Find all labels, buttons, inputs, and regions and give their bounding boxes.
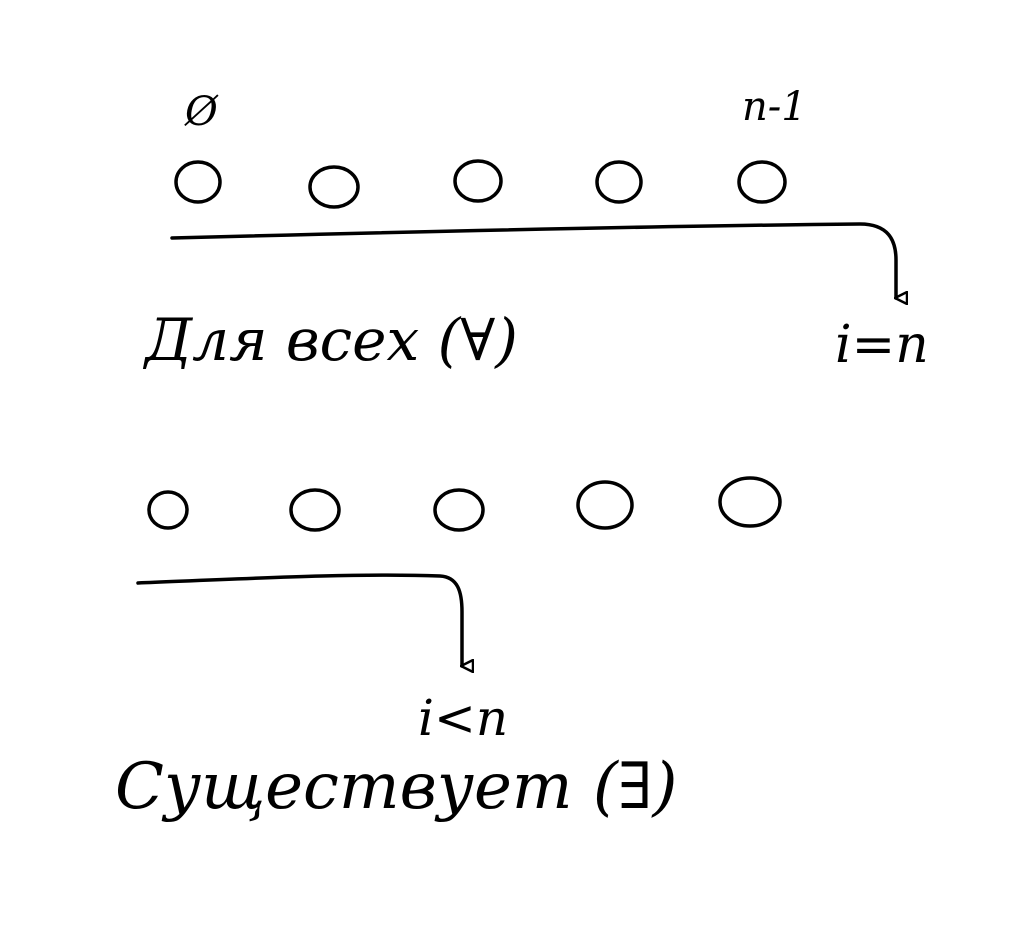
exists-element	[147, 490, 189, 530]
last-index-label: n-1	[742, 84, 807, 130]
forall-element-row	[174, 159, 787, 209]
exists-element	[289, 488, 341, 532]
forall-section: Ø n-1 i=n Для всех (∀)	[142, 84, 929, 375]
exists-element	[718, 476, 782, 528]
exists-section: i<n Существует (∃)	[115, 476, 782, 824]
forall-element	[453, 159, 503, 203]
exists-element-row	[147, 476, 782, 532]
exists-stop-condition: i<n	[418, 689, 508, 747]
exists-element-found	[576, 480, 634, 530]
exists-caption: Существует (∃)	[115, 750, 678, 824]
exists-element-found	[433, 488, 485, 532]
forall-element	[308, 165, 360, 209]
forall-traversal-arrow	[170, 222, 896, 298]
forall-element	[737, 160, 787, 204]
exists-traversal-arrow	[136, 573, 462, 666]
forall-stop-condition: i=n	[835, 315, 929, 375]
forall-element	[595, 160, 643, 204]
forall-element	[174, 160, 222, 204]
first-index-label: Ø	[184, 89, 219, 135]
forall-caption: Для всех (∀)	[142, 306, 518, 374]
